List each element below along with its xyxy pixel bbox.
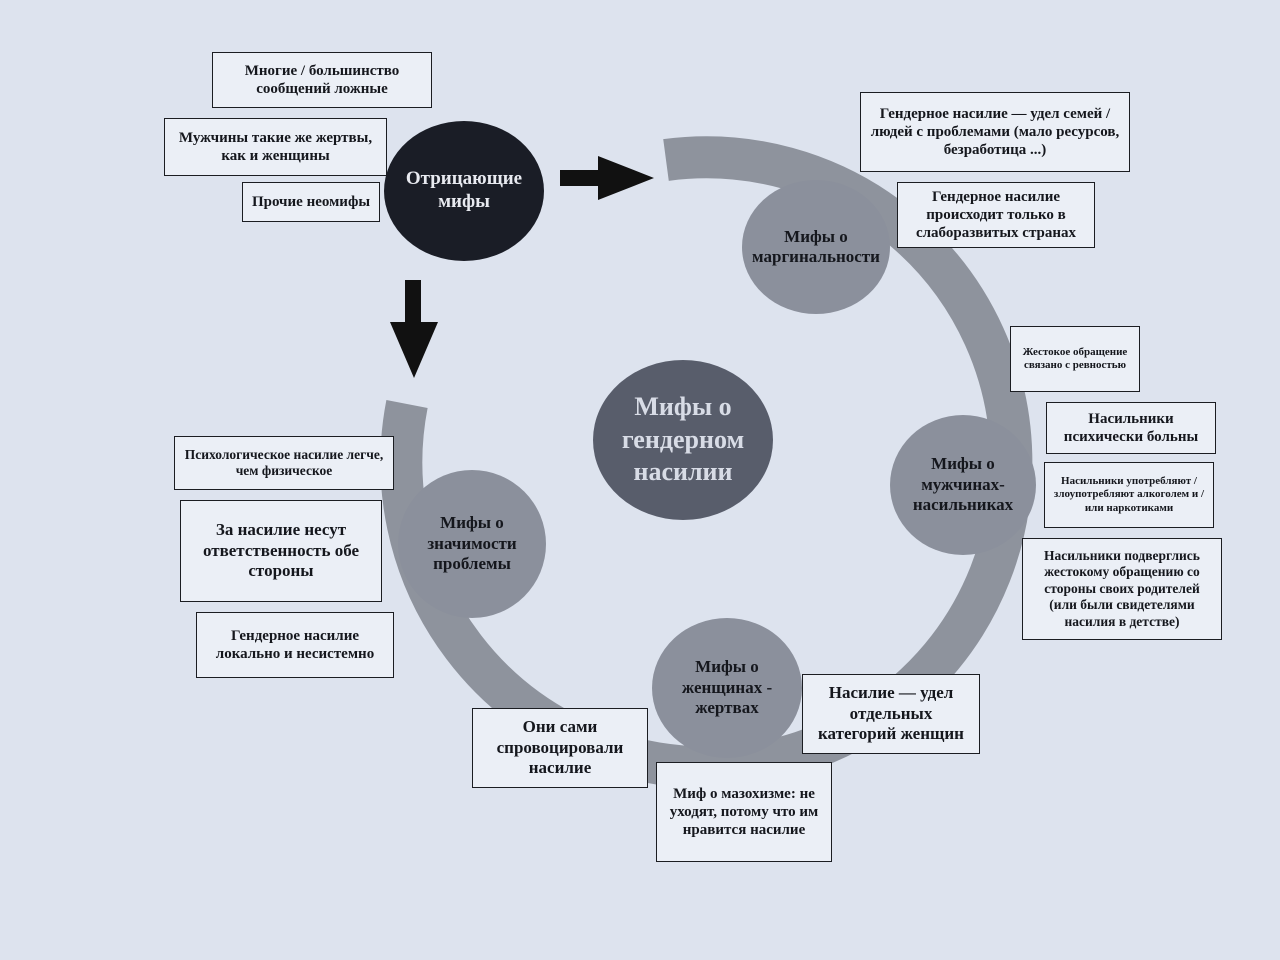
example-box-childhood-abuse: Насильники подверглись жестокому обращен… xyxy=(1022,538,1222,640)
category-node-abusers: Мифы о мужчинах-насильниках xyxy=(890,415,1036,555)
example-box-provoked: Они сами спровоцировали насилие xyxy=(472,708,648,788)
example-box-masochism: Миф о мазохизме: не уходят, потому что и… xyxy=(656,762,832,862)
example-box-local-unsystematic: Гендерное насилие локально и несистемно xyxy=(196,612,394,678)
arrow-down-icon xyxy=(390,280,438,378)
example-box-jealousy: Жестокое обращение связано с ревностью xyxy=(1010,326,1140,392)
category-label-marginality: Мифы о маргинальности xyxy=(752,226,880,266)
category-node-significance: Мифы о значимости проблемы xyxy=(398,470,546,618)
example-box-certain-women: Насилие — удел отдельных категорий женщи… xyxy=(802,674,980,754)
example-box-underdeveloped-countries: Гендерное насилие происходит только в сл… xyxy=(897,182,1095,248)
example-box-both-responsible: За насилие несут ответственность обе сто… xyxy=(180,500,382,602)
center-node-label: Мифы о гендерном насилии xyxy=(621,392,745,487)
category-label-significance: Мифы о значимости проблемы xyxy=(427,513,517,574)
category-node-women-victims: Мифы о женщинах - жертвах xyxy=(652,618,802,758)
arrow-right-icon xyxy=(560,156,654,200)
category-label-abusers: Мифы о мужчинах-насильниках xyxy=(912,454,1014,515)
category-node-marginality: Мифы о маргинальности xyxy=(742,180,890,314)
example-box-men-victims: Мужчины такие же жертвы, как и женщины xyxy=(164,118,387,176)
root-node-denial-myths: Отрицающие мифы xyxy=(384,121,544,261)
example-box-alcohol-drugs: Насильники употребляют / злоупотребляют … xyxy=(1044,462,1214,528)
example-box-other-neomyths: Прочие неомифы xyxy=(242,182,380,222)
example-box-psychological-violence: Психологическое насилие легче, чем физич… xyxy=(174,436,394,490)
center-node-gender-violence-myths: Мифы о гендерном насилии xyxy=(593,360,773,520)
example-box-problem-families: Гендерное насилие — удел семей / людей с… xyxy=(860,92,1130,172)
category-label-women-victims: Мифы о женщинах - жертвах xyxy=(681,657,773,718)
example-box-mentally-ill: Насильники психически больны xyxy=(1046,402,1216,454)
root-node-label: Отрицающие мифы xyxy=(405,168,523,212)
example-box-false-reports: Многие / большинство сообщений ложные xyxy=(212,52,432,108)
